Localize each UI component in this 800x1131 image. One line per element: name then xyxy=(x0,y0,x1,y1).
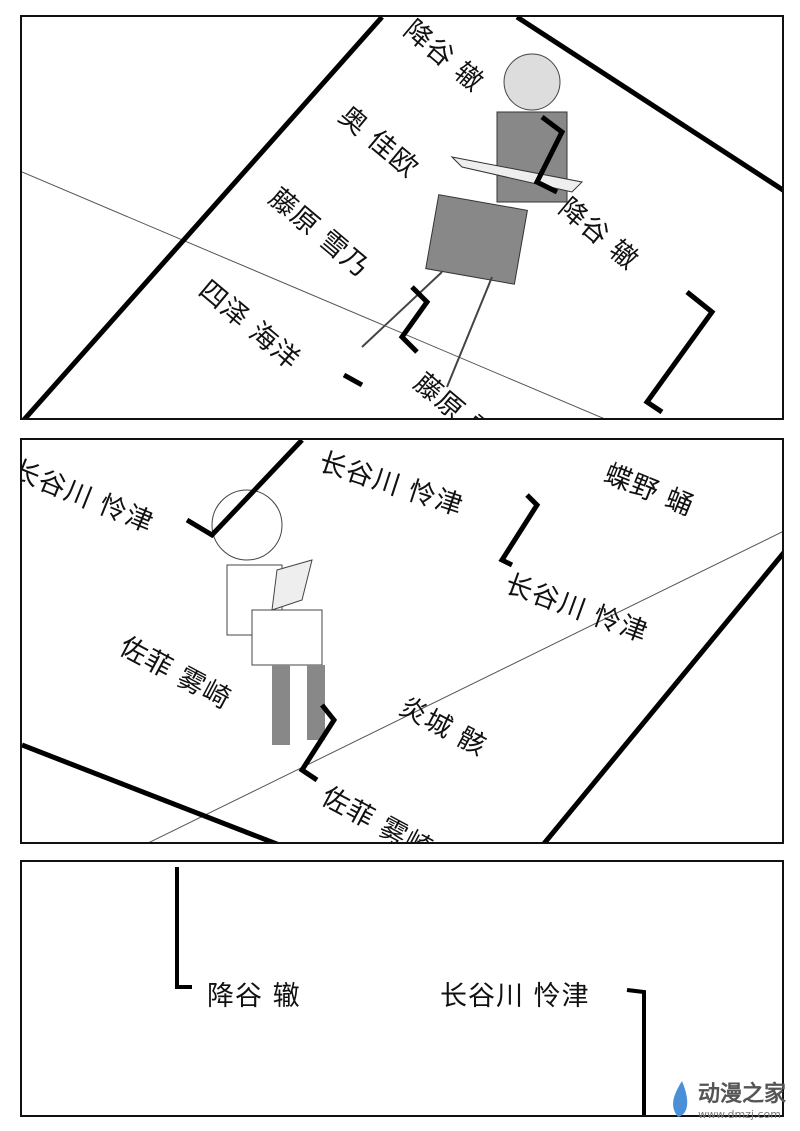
panel-1: 降谷 辙 奥 佳欧 藤原 雪乃 四泽 海洋 藤原 雪乃 降谷 辙 xyxy=(20,15,784,420)
panel-2-lines xyxy=(22,440,782,842)
floor-line xyxy=(22,171,604,418)
floor-line xyxy=(149,531,782,842)
watermark: 动漫之家 www.dmzj.com xyxy=(668,1076,786,1121)
arrow xyxy=(626,988,646,1115)
arrow xyxy=(533,115,566,195)
panel-3-lines xyxy=(175,867,646,1115)
panel-1-lines xyxy=(22,17,782,418)
watermark-url: www.dmzj.com xyxy=(697,1108,781,1121)
panel-2: 长谷川 怜津 长谷川 怜津 蝶野 蛹 长谷川 怜津 佐菲 雾崎 炎城 骸 佐菲 … xyxy=(20,438,784,844)
arrow xyxy=(185,440,304,539)
arrow xyxy=(298,703,338,783)
left-name-label: 降谷 辙 xyxy=(207,981,301,1012)
panel-3: 降谷 辙 长谷川 怜津 xyxy=(20,860,784,1117)
arrow xyxy=(398,285,431,354)
arrow xyxy=(175,867,192,989)
watermark-name: 动漫之家 xyxy=(697,1082,786,1107)
card-edge xyxy=(22,742,279,842)
droplet-logo-icon xyxy=(673,1080,688,1117)
card-edge xyxy=(542,550,782,842)
dash xyxy=(342,372,364,388)
figure-girl xyxy=(211,489,325,745)
arrow xyxy=(498,493,541,568)
right-name-label: 长谷川 怜津 xyxy=(440,981,590,1012)
figure-boy xyxy=(361,53,584,388)
card-edge xyxy=(22,17,384,418)
arrow xyxy=(643,290,716,415)
card-edge xyxy=(515,17,782,193)
